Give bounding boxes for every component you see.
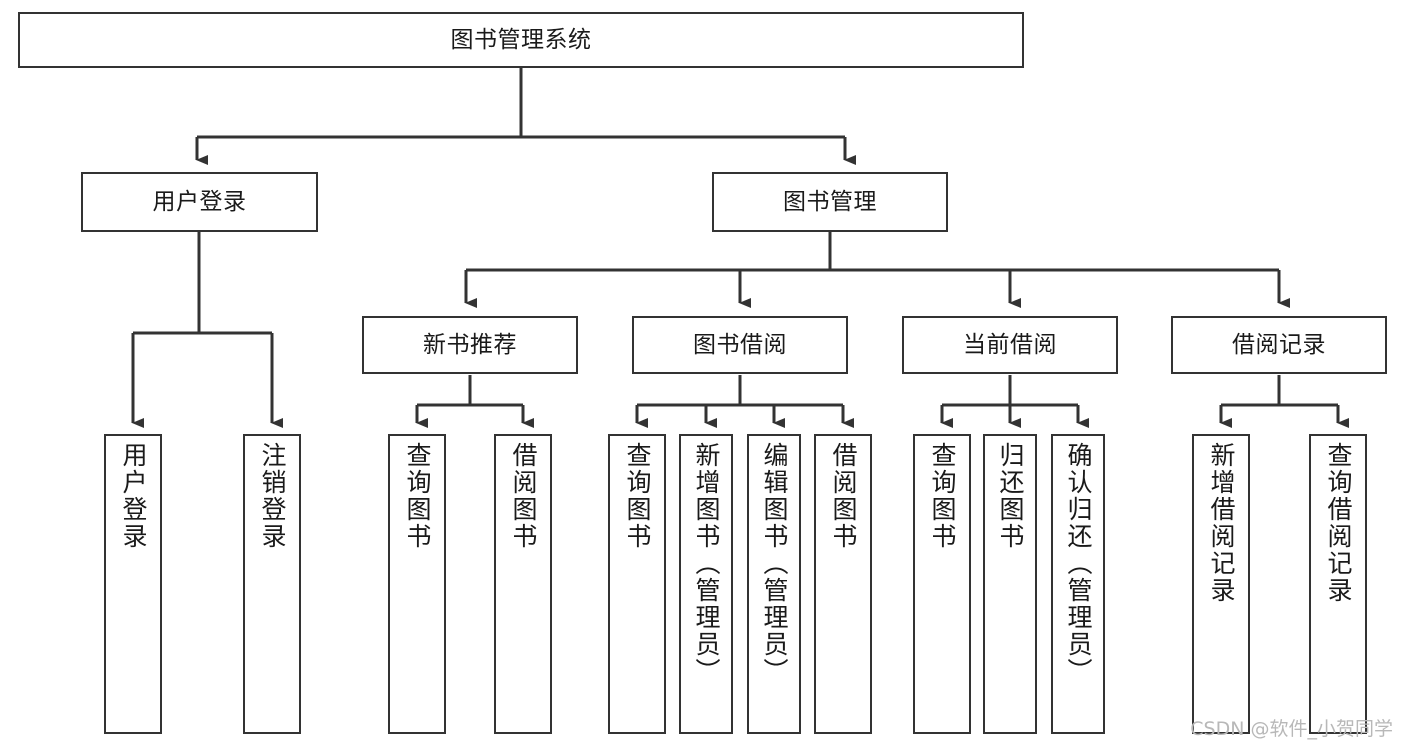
node-label: 新书推荐: [423, 331, 517, 358]
node-label: 归还图书: [996, 442, 1025, 550]
node-label: 查询图书: [403, 442, 432, 550]
node-label: 查询借阅记录: [1324, 442, 1353, 604]
leaf-logout[interactable]: 注销登录: [243, 434, 301, 734]
node-label: 查询图书: [928, 442, 957, 550]
node-label: 查询图书: [623, 442, 652, 550]
leaf-confirm-return-admin[interactable]: 确认归还（管理员）: [1051, 434, 1105, 734]
leaf-query-books-current[interactable]: 查询图书: [913, 434, 971, 734]
node-label: 新增借阅记录: [1207, 442, 1236, 604]
node-book-borrowing[interactable]: 图书借阅: [632, 316, 848, 374]
node-new-book-recommendation[interactable]: 新书推荐: [362, 316, 578, 374]
node-label: 用户登录: [119, 442, 148, 550]
node-label: 编辑图书（管理员）: [760, 442, 789, 685]
leaf-query-borrow-record[interactable]: 查询借阅记录: [1309, 434, 1367, 734]
leaf-borrow-books-borrowing[interactable]: 借阅图书: [814, 434, 872, 734]
node-book-management[interactable]: 图书管理: [712, 172, 948, 232]
leaf-user-login[interactable]: 用户登录: [104, 434, 162, 734]
leaf-edit-book-admin[interactable]: 编辑图书（管理员）: [747, 434, 801, 734]
node-label: 借阅图书: [509, 442, 538, 550]
watermark: CSDN @软件_小贺同学: [1190, 718, 1393, 740]
node-label: 当前借阅: [963, 331, 1057, 358]
node-label: 图书借阅: [693, 331, 787, 358]
leaf-add-book-admin[interactable]: 新增图书（管理员）: [679, 434, 733, 734]
node-label: 借阅图书: [829, 442, 858, 550]
node-borrowing-records[interactable]: 借阅记录: [1171, 316, 1387, 374]
leaf-add-borrow-record[interactable]: 新增借阅记录: [1192, 434, 1250, 734]
node-label: 图书管理: [783, 188, 877, 215]
node-label: 确认归还（管理员）: [1064, 442, 1093, 685]
leaf-query-books-borrowing[interactable]: 查询图书: [608, 434, 666, 734]
node-user-login[interactable]: 用户登录: [81, 172, 318, 232]
node-current-borrowing[interactable]: 当前借阅: [902, 316, 1118, 374]
node-label: 图书管理系统: [450, 26, 592, 53]
node-label: 借阅记录: [1232, 331, 1326, 358]
node-label: 用户登录: [152, 188, 247, 215]
node-root-library-management-system[interactable]: 图书管理系统: [18, 12, 1024, 68]
leaf-query-books-recommendation[interactable]: 查询图书: [388, 434, 446, 734]
leaf-borrow-books-recommendation[interactable]: 借阅图书: [494, 434, 552, 734]
node-label: 新增图书（管理员）: [692, 442, 721, 685]
leaf-return-books[interactable]: 归还图书: [983, 434, 1037, 734]
node-label: 注销登录: [258, 442, 287, 550]
